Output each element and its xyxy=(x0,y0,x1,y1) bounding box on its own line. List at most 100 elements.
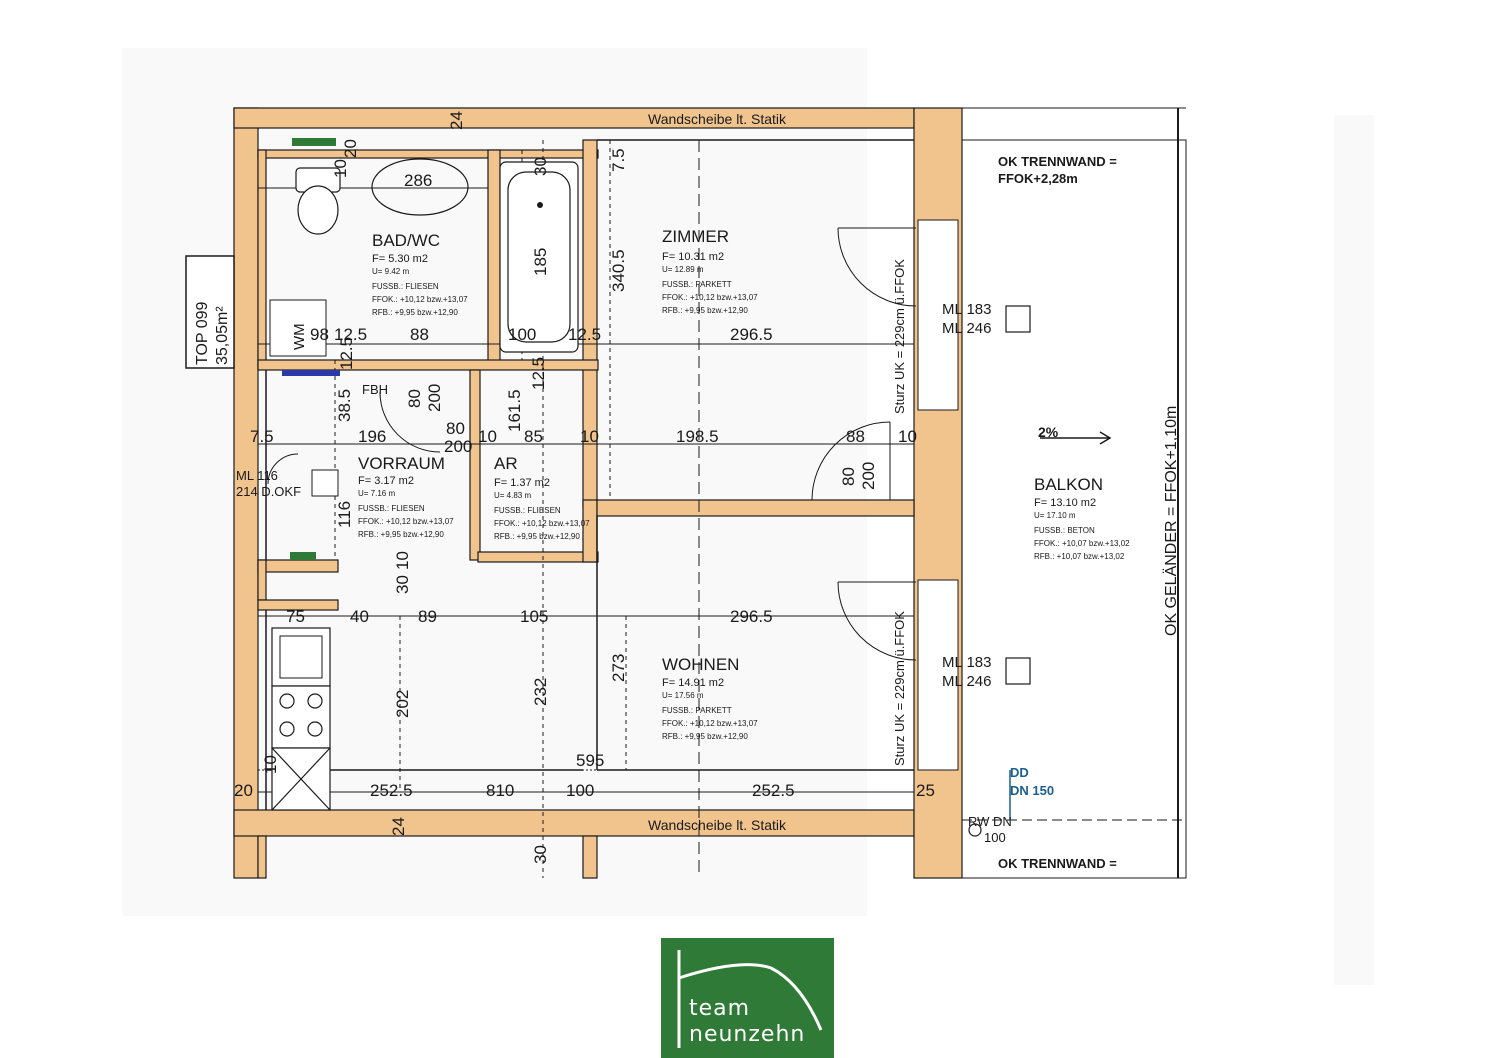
green-fixture-mid xyxy=(290,552,316,560)
svg-text:VORRAUM: VORRAUM xyxy=(358,454,445,473)
rw-label: RW DN xyxy=(968,814,1012,829)
svg-text:105: 105 xyxy=(520,607,548,626)
fbh-label: FBH xyxy=(362,382,388,397)
logo-graphic xyxy=(677,950,823,1048)
svg-text:273: 273 xyxy=(609,654,628,682)
installation-shaft xyxy=(311,469,339,497)
svg-text:24: 24 xyxy=(447,111,466,130)
ml246-top: ML 246 xyxy=(942,320,991,337)
svg-text:88: 88 xyxy=(410,325,429,344)
wall-note-bottom: Wandscheibe lt. Statik xyxy=(648,817,787,833)
svg-text:116: 116 xyxy=(335,501,354,528)
svg-text:10: 10 xyxy=(898,427,917,446)
svg-text:FFOK.: +10,12 bzw.+13,07: FFOK.: +10,12 bzw.+13,07 xyxy=(372,295,468,304)
wm-label: WM xyxy=(291,323,308,350)
svg-text:198.5: 198.5 xyxy=(676,427,719,446)
tub-drain xyxy=(537,202,543,208)
svg-text:12.5: 12.5 xyxy=(337,337,356,370)
svg-text:FFOK.: +10,12 bzw.+13,07: FFOK.: +10,12 bzw.+13,07 xyxy=(662,293,758,302)
area-label: 35,05m² xyxy=(214,306,231,365)
svg-text:7.5: 7.5 xyxy=(250,427,274,446)
svg-text:30: 30 xyxy=(531,157,550,176)
kitchen-sink-basin xyxy=(279,635,323,679)
svg-text:F= 14.91 m2: F= 14.91 m2 xyxy=(662,677,724,689)
svg-text:24: 24 xyxy=(389,817,408,836)
logo-line1: team xyxy=(689,996,751,1021)
svg-text:7.5: 7.5 xyxy=(609,148,628,172)
svg-text:RFB.: +9,95 bzw.+12,90: RFB.: +9,95 bzw.+12,90 xyxy=(494,532,580,541)
svg-text:12.5: 12.5 xyxy=(334,325,367,344)
room-ar: AR F= 1.37 m2 U= 4.83 m FUSSB.: FLIESEN … xyxy=(494,454,590,541)
svg-text:U= 9.42 m: U= 9.42 m xyxy=(372,267,409,276)
svg-text:RFB.: +9,95 bzw.+12,90: RFB.: +9,95 bzw.+12,90 xyxy=(662,306,748,315)
logo-line2: neunzehn xyxy=(689,1022,806,1047)
svg-text:200: 200 xyxy=(425,384,444,412)
svg-text:U= 7.16 m: U= 7.16 m xyxy=(358,489,395,498)
drain-icon xyxy=(968,823,982,837)
ml116-label: ML 116 xyxy=(236,468,278,483)
room-zimmer: ZIMMER F= 10.31 m2 U= 12.89 m FUSSB.: PA… xyxy=(662,227,758,315)
svg-text:40: 40 xyxy=(350,607,369,626)
svg-text:200: 200 xyxy=(444,437,472,456)
svg-text:30: 30 xyxy=(393,575,412,594)
wall-note-top: Wandscheibe lt. Statik xyxy=(648,111,787,127)
sturz-bottom: Sturz UK = 229cm ü.FFOK xyxy=(892,611,907,766)
svg-text:FUSSB.: BETON: FUSSB.: BETON xyxy=(1034,526,1095,535)
walls xyxy=(233,107,963,879)
svg-text:202: 202 xyxy=(393,690,412,718)
svg-text:U= 12.89 m: U= 12.89 m xyxy=(662,265,704,274)
svg-text:ZIMMER: ZIMMER xyxy=(662,227,729,246)
svg-text:810: 810 xyxy=(486,781,514,800)
svg-text:252.5: 252.5 xyxy=(370,781,413,800)
svg-text:80: 80 xyxy=(405,389,424,408)
svg-text:296.5: 296.5 xyxy=(730,325,773,344)
ml183-top: ML 183 xyxy=(942,301,991,318)
dn150-label: DN 150 xyxy=(1010,783,1054,798)
svg-text:100: 100 xyxy=(508,325,536,344)
svg-text:25: 25 xyxy=(916,781,935,800)
stove-burners xyxy=(279,693,323,737)
kitchen-sink xyxy=(271,627,331,687)
slope-arrow-icon xyxy=(1040,431,1112,445)
stove xyxy=(271,685,331,749)
svg-text:10: 10 xyxy=(580,427,599,446)
ml246-bottom: ML 246 xyxy=(942,673,991,690)
room-wohnen: WOHNEN F= 14.91 m2 U= 17.56 m FUSSB.: PA… xyxy=(662,655,758,741)
svg-text:200: 200 xyxy=(859,462,878,490)
svg-text:FUSSB.: FLIESEN: FUSSB.: FLIESEN xyxy=(372,282,439,291)
svg-text:232: 232 xyxy=(531,678,550,706)
svg-text:252.5: 252.5 xyxy=(752,781,795,800)
svg-text:10: 10 xyxy=(393,551,412,570)
room-bad: BAD/WC F= 5.30 m2 U= 9.42 m FUSSB.: FLIE… xyxy=(372,231,468,317)
svg-text:U= 4.83 m: U= 4.83 m xyxy=(494,491,531,500)
gelaender-label: OK GELÄNDER = FFOK+1,10m xyxy=(1162,406,1180,636)
svg-text:U= 17.56 m: U= 17.56 m xyxy=(662,691,704,700)
svg-text:FFOK.: +10,12 bzw.+13,07: FFOK.: +10,12 bzw.+13,07 xyxy=(494,519,590,528)
team-neunzehn-logo: team neunzehn xyxy=(661,938,834,1058)
svg-text:286: 286 xyxy=(404,171,432,190)
svg-text:85: 85 xyxy=(524,427,543,446)
svg-text:12.5: 12.5 xyxy=(568,325,601,344)
svg-text:FFOK.: +10,07 bzw.+13,02: FFOK.: +10,07 bzw.+13,02 xyxy=(1034,539,1130,548)
scan-edge xyxy=(1334,115,1374,985)
bathtub xyxy=(499,161,579,353)
green-fixture-top xyxy=(292,138,336,146)
svg-text:75: 75 xyxy=(286,607,305,626)
svg-text:F= 1.37 m2: F= 1.37 m2 xyxy=(494,477,550,489)
svg-text:FUSSB.: PARKETT: FUSSB.: PARKETT xyxy=(662,706,732,715)
toilet xyxy=(295,167,341,235)
svg-text:BALKON: BALKON xyxy=(1034,475,1103,494)
svg-text:FFOK.: +10,12 bzw.+13,07: FFOK.: +10,12 bzw.+13,07 xyxy=(662,719,758,728)
ok-trennwand-3: OK TRENNWAND = xyxy=(998,856,1117,871)
svg-text:30: 30 xyxy=(531,845,550,864)
svg-text:100: 100 xyxy=(566,781,594,800)
svg-text:F= 3.17 m2: F= 3.17 m2 xyxy=(358,475,414,487)
svg-text:WOHNEN: WOHNEN xyxy=(662,655,739,674)
svg-text:RFB.: +9,95 bzw.+12,90: RFB.: +9,95 bzw.+12,90 xyxy=(358,530,444,539)
sturz-top: Sturz UK = 229cm ü.FFOK xyxy=(892,259,907,414)
svg-text:80: 80 xyxy=(446,419,465,438)
washing-machine xyxy=(269,299,327,357)
svg-text:161.5: 161.5 xyxy=(505,389,524,432)
svg-text:F= 10.31 m2: F= 10.31 m2 xyxy=(662,251,724,263)
ml-box-bottom xyxy=(1005,657,1031,685)
